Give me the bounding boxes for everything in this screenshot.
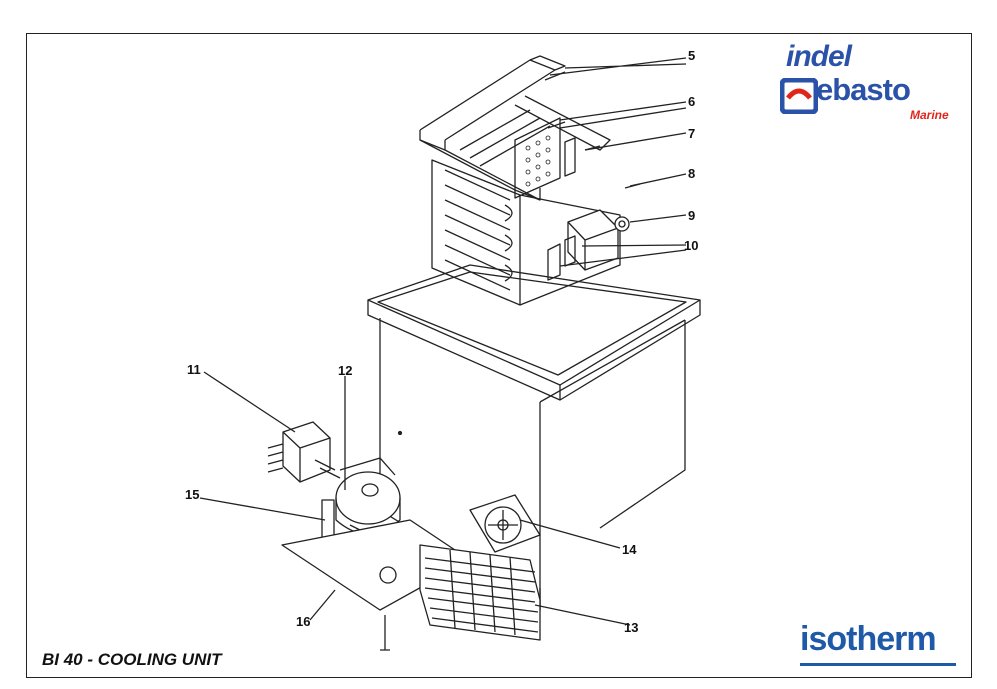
callout-6: 6	[688, 94, 696, 109]
page-title: BI 40 - COOLING UNIT	[42, 650, 222, 669]
callout-14: 14	[622, 542, 637, 557]
webasto-w-icon	[780, 78, 818, 114]
webasto-wordmark: ebasto	[816, 72, 911, 107]
thermostat-box	[547, 209, 630, 281]
drawing-frame	[26, 33, 972, 678]
callout-10: 10	[684, 238, 699, 253]
indel-wordmark: indel	[786, 40, 852, 73]
indel-webasto-logo: indel ebasto Marine	[780, 40, 960, 128]
isotherm-underline	[800, 663, 956, 666]
callout-5: 5	[688, 48, 696, 63]
cabinet-box	[367, 264, 701, 611]
callout-16: 16	[296, 614, 311, 629]
callout-8: 8	[688, 166, 696, 181]
evaporator	[431, 159, 621, 306]
callout-13: 13	[624, 620, 639, 635]
callout-12: 12	[338, 363, 353, 378]
fan	[469, 494, 541, 553]
callout-7: 7	[688, 126, 696, 141]
grid-block	[514, 117, 561, 199]
condenser	[419, 544, 541, 641]
relay-box	[267, 421, 341, 483]
marine-wordmark: Marine	[910, 108, 949, 122]
callout-11: 11	[187, 362, 201, 377]
callout-15: 15	[185, 487, 200, 502]
callout-9: 9	[688, 208, 696, 223]
isotherm-logo: isotherm	[800, 620, 937, 658]
